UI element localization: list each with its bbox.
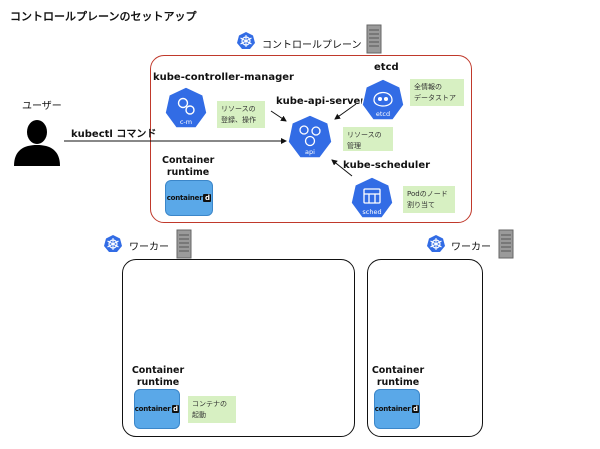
api-server-icon: api [287, 114, 333, 159]
user-label: ユーザー [22, 101, 62, 112]
etcd-label: etcd [374, 62, 399, 73]
kubernetes-logo-icon [427, 235, 445, 252]
server-icon [176, 229, 192, 259]
sched-to-api-arrow [331, 159, 353, 177]
cm-icon-text: c-m [180, 118, 192, 126]
sched-icon-text: sched [362, 208, 381, 216]
etcd-note: 全情報のデータストア [410, 79, 464, 106]
kubernetes-logo-icon [104, 235, 122, 252]
api-note: リソースの管理 [343, 127, 393, 151]
worker-2-box [367, 259, 483, 437]
scheduler-note: Podのノード割り当て [403, 186, 455, 213]
cm-label: kube-controller-manager [153, 72, 294, 83]
etcd-icon: etcd [361, 78, 405, 121]
scheduler-icon: sched [350, 176, 394, 219]
api-icon-text: api [305, 148, 315, 156]
worker-1-label: ワーカー [129, 242, 169, 253]
server-icon [366, 24, 382, 54]
user-silhouette-icon [14, 120, 60, 166]
kubernetes-logo-icon [237, 32, 255, 49]
etcd-icon-text: etcd [376, 110, 390, 118]
worker-1-note: コンテナの起動 [188, 396, 236, 423]
kubectl-command-label: kubectl コマンド [71, 129, 157, 140]
worker-1-box [122, 259, 355, 437]
api-server-label: kube-api-server [276, 96, 366, 107]
worker-2-label: ワーカー [451, 242, 491, 253]
scheduler-label: kube-scheduler [343, 160, 431, 171]
etcd-api-arrow [334, 103, 357, 120]
control-plane-box [150, 55, 472, 223]
control-plane-label: コントロールプレーン [262, 40, 362, 51]
cm-note: リソースの登録、操作 [217, 101, 265, 128]
controller-manager-icon: c-m [164, 86, 208, 129]
diagram-title: コントロールプレーンのセットアップ [10, 10, 197, 23]
cm-to-api-arrow [270, 110, 287, 122]
server-icon [498, 229, 514, 259]
